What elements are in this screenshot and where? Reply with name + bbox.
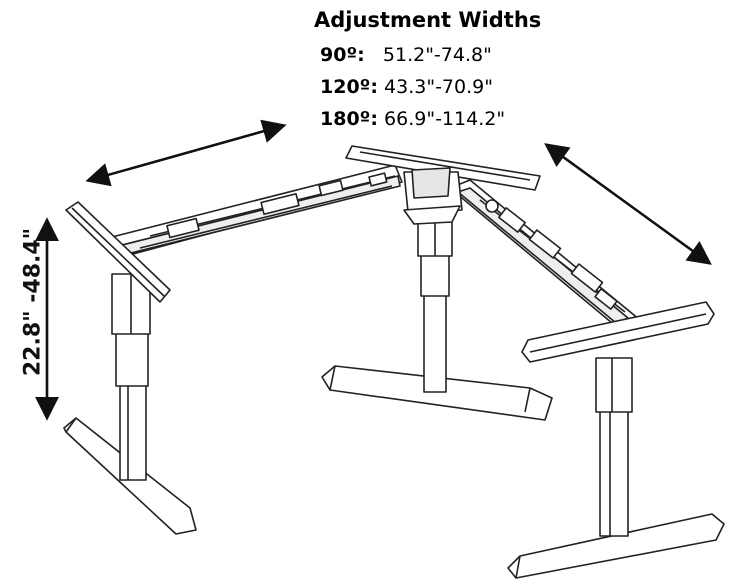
width-row-range: 43.3"-70.9" [384,76,493,98]
left-leg [63,201,197,535]
dimension-arrows [35,119,712,421]
left-width-arrow-head [89,119,287,182]
left-beam [107,164,403,259]
width-row-angle: 180º: [320,108,378,130]
right-leg [507,301,725,579]
center-hub [345,145,541,225]
width-row-range: 51.2"-74.8" [382,44,492,66]
width-row-90: 90º: 51.2"-74.8" [320,44,492,66]
height-range-label: 22.8" -48.4" [20,227,46,377]
width-row-range: 66.9"-114.2" [384,108,506,130]
right-beam [449,179,641,329]
width-row-120: 120º: 43.3"-70.9" [320,76,493,98]
right-width-arrow-head [544,143,709,263]
width-row-angle: 120º: [320,76,378,98]
adjustment-widths-title: Adjustment Widths [314,8,542,32]
width-row-angle: 90º: [320,44,365,66]
width-row-180: 180º: 66.9"-114.2" [320,108,505,130]
